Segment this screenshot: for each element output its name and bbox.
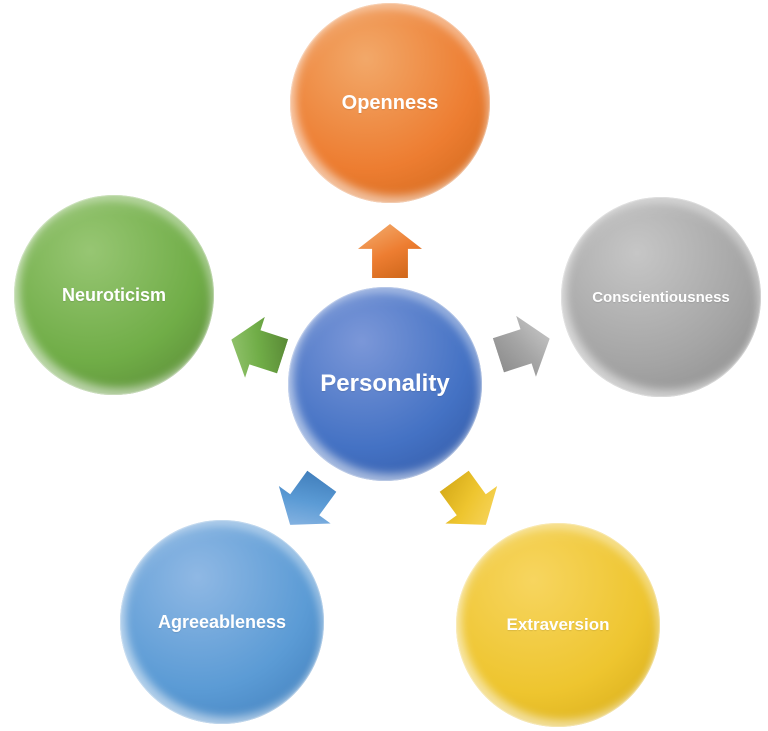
node-extraversion: Extraversion (456, 523, 660, 727)
node-conscientiousness-label: Conscientiousness (592, 288, 730, 306)
node-neuroticism-label: Neuroticism (61, 284, 167, 305)
node-extraversion-label: Extraversion (506, 615, 610, 634)
node-agreeableness: Agreeableness (120, 520, 324, 724)
arrow-up-icon (358, 224, 422, 278)
arrow-down-left-icon (264, 462, 348, 543)
arrow-left-icon (221, 309, 292, 387)
node-neuroticism: Neuroticism (14, 195, 214, 395)
node-conscientiousness: Conscientiousness (561, 197, 761, 397)
arrow-down-right-icon (428, 462, 512, 543)
node-openness-label: Openness (341, 91, 439, 114)
node-personality-label: Personality (320, 370, 450, 397)
node-agreeableness-label: Agreeableness (157, 611, 287, 632)
node-openness: Openness (290, 3, 490, 203)
node-personality: Personality (288, 287, 482, 481)
arrow-right-icon (488, 308, 559, 386)
